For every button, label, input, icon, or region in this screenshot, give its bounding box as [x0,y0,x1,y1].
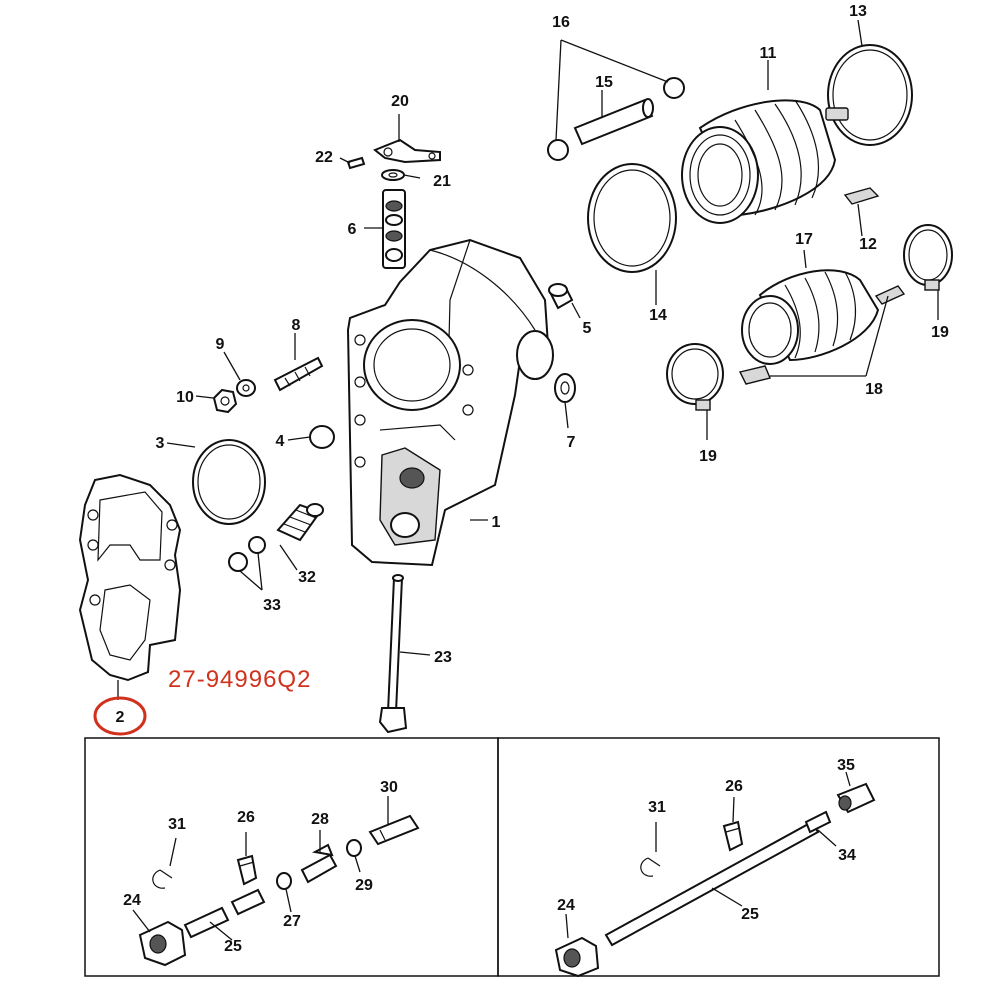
callout-5: 5 [583,320,592,337]
bearing-stack-part [382,189,406,269]
inset-panel-right [497,737,940,977]
inset-left-parts [138,814,420,967]
callout-20: 20 [391,93,409,110]
callout-19-right: 19 [931,324,949,341]
highlighted-callout: 2 [93,696,147,736]
callout-3: 3 [156,435,165,452]
callout-8: 8 [292,317,301,334]
shift-cable-fitting-part [276,503,324,542]
callout-21: 21 [433,173,451,190]
washer-lever-part [381,169,405,181]
inset-left-callout-25: 25 [224,938,242,955]
stud-part [273,356,324,392]
clip-pair-part [738,285,906,385]
inset-right-labels: 31 26 35 34 25 24 [557,757,856,923]
callout-6: 6 [348,221,357,238]
callout-15: 15 [595,74,613,91]
callout-1: 1 [492,514,501,531]
o-ring-large-part [192,439,266,525]
inset-left-labels: 31 26 28 30 29 27 24 25 [123,779,398,955]
inset-left-callout-26: 26 [237,809,255,826]
shift-shaft-part [378,574,408,734]
callout-33: 33 [263,597,281,614]
hose-clamp-lower-part [666,343,724,411]
callout-labels: 1 3 4 5 6 7 8 9 10 11 12 13 14 15 16 17 … [156,3,949,666]
inset-right-callout-25: 25 [741,906,759,923]
callout-10: 10 [176,389,194,406]
o-ring-small-part [309,425,335,449]
shift-lever-part [373,138,441,164]
shift-bellows-part [741,269,880,365]
leader-lines [117,19,939,700]
inset-left-callout-24: 24 [123,892,141,909]
callout-13: 13 [849,3,867,20]
inset-left-callout-31: 31 [168,816,186,833]
gimbal-housing-part [346,238,554,567]
inset-right-callout-24: 24 [557,897,575,914]
callout-12: 12 [859,236,877,253]
callout-16: 16 [552,14,570,31]
callout-9: 9 [216,336,225,353]
nut-part [212,388,238,414]
callout-22: 22 [315,149,333,166]
callout-4: 4 [276,433,285,450]
hose-clamp-pair-part [547,77,685,161]
washer-part [554,373,576,403]
hose-clamp-right-part [903,224,953,291]
inset-left-leaders [132,796,389,941]
clip-part [843,187,880,205]
washer-small-part [236,379,256,397]
seal-ring-part [587,163,677,273]
inset-right-callout-35: 35 [837,757,855,774]
callout-11: 11 [760,45,777,62]
inset-left-callout-29: 29 [355,877,373,894]
inset-left-callout-27: 27 [283,913,301,930]
inset-right-callout-31: 31 [648,799,666,816]
o-ring-pair-part [228,536,266,572]
callout-23: 23 [434,649,452,666]
tube-part [573,98,654,146]
inset-right-parts [554,782,876,978]
inset-left-callout-30: 30 [380,779,398,796]
callout-17: 17 [795,231,813,248]
callout-32: 32 [298,569,316,586]
inset-right-leaders [565,771,851,939]
callout-2: 2 [116,709,125,726]
part-number-label: 27-94996Q2 [168,666,311,693]
highlight-ring [93,696,147,736]
callout-7: 7 [567,434,576,451]
inset-right-callout-34: 34 [838,847,856,864]
fitting-part [548,283,574,310]
exhaust-bellows-part [681,99,837,224]
pin-part [346,156,366,170]
clamp-large-part [825,44,913,146]
gasket-part [78,473,182,682]
inset-right-callout-26: 26 [725,778,743,795]
callout-14: 14 [649,307,667,324]
inset-left-callout-28: 28 [311,811,329,828]
callout-19-lower: 19 [699,448,717,465]
callout-18: 18 [865,381,883,398]
